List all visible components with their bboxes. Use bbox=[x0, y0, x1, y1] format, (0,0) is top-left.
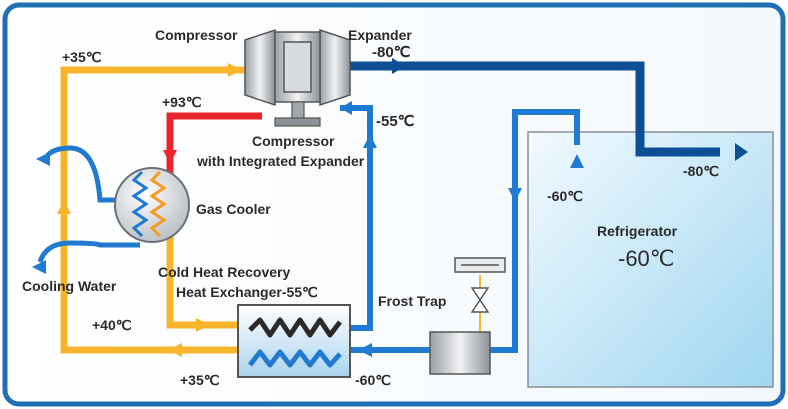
arrow-warm-up bbox=[57, 200, 71, 214]
arrow-hx-inlet bbox=[196, 318, 210, 332]
refrigerator-temp-label: -60℃ bbox=[618, 246, 675, 271]
gas-cooler-label: Gas Cooler bbox=[196, 201, 271, 217]
refrigerator-label: Refrigerator bbox=[597, 223, 678, 239]
arrow-hot-down bbox=[163, 150, 177, 164]
arrow-return-up bbox=[363, 134, 377, 148]
compressor-expander-unit bbox=[244, 28, 351, 127]
gas-cooler bbox=[114, 167, 190, 243]
heat-exchanger bbox=[237, 304, 351, 378]
frost-trap-label: Frost Trap bbox=[378, 293, 446, 309]
expander-temp-label: -80℃ bbox=[372, 44, 411, 61]
unit-label-line2: with Integrated Expander bbox=[196, 153, 365, 169]
fridge-return-pipe bbox=[490, 109, 580, 353]
hx-cold-temp-label: -60℃ bbox=[355, 372, 391, 388]
hx-label-line2: Heat Exchanger-55℃ bbox=[176, 284, 318, 300]
compressor-label: Compressor bbox=[155, 27, 238, 43]
arrow-warm-right bbox=[228, 63, 242, 77]
fridge-supply-temp-label: -80℃ bbox=[683, 163, 719, 179]
frost-trap bbox=[429, 257, 506, 375]
arrow-return-down bbox=[508, 188, 522, 202]
arrow-cold-right bbox=[392, 58, 406, 74]
fridge-return-temp-label: -60℃ bbox=[547, 188, 583, 204]
hx-to-compressor-pipe bbox=[340, 105, 373, 331]
expander-label: Expander bbox=[348, 27, 412, 43]
hx-label-line1: Cold Heat Recovery bbox=[158, 264, 290, 280]
inlet-temp-label: +35℃ bbox=[62, 49, 102, 65]
return-temp-label: -55℃ bbox=[376, 113, 415, 130]
cold-supply-pipe bbox=[340, 61, 720, 157]
unit-label-line1: Compressor bbox=[252, 133, 335, 149]
arrow-fridge-supply bbox=[735, 143, 748, 161]
hot-pipe bbox=[166, 112, 262, 192]
arrow-water-in bbox=[32, 260, 46, 274]
cooling-water-in-pipe bbox=[37, 240, 140, 263]
arrow-to-hx-left bbox=[358, 343, 372, 357]
hx-out-temp-label: +35℃ bbox=[180, 372, 220, 388]
arrow-water-out bbox=[36, 152, 50, 166]
arrow-warm-left bbox=[168, 343, 182, 357]
arrow-return-into-unit bbox=[340, 101, 352, 115]
cooling-water-label: Cooling Water bbox=[22, 278, 117, 294]
hx-in-temp-label: +40℃ bbox=[92, 317, 132, 333]
hot-temp-label: +93℃ bbox=[162, 94, 202, 110]
refrigerator-box bbox=[527, 131, 774, 388]
arrow-fridge-return-up bbox=[570, 154, 584, 168]
